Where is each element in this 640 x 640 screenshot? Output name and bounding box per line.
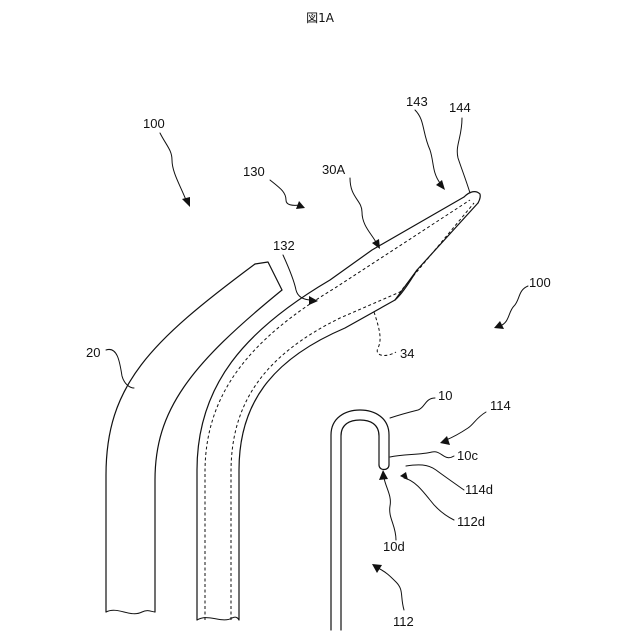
- label-143: 143: [406, 94, 428, 109]
- label-10d: 10d: [383, 539, 405, 554]
- leader-132: [283, 255, 318, 305]
- leader-114: [440, 412, 486, 445]
- tube-20: [106, 262, 282, 614]
- tube-30a: [197, 192, 480, 620]
- label-112d: 112d: [457, 514, 485, 529]
- leader-130: [270, 180, 305, 209]
- leader-112: [372, 564, 404, 610]
- label-130: 130: [243, 164, 265, 179]
- label-114d: 114d: [465, 482, 493, 497]
- label-132: 132: [273, 238, 295, 253]
- leader-10d: [379, 470, 396, 540]
- leader-34: [374, 312, 396, 355]
- figure-title: 図1A: [306, 11, 335, 25]
- label-30a: 30A: [322, 162, 345, 177]
- leader-10: [390, 398, 435, 418]
- label-144: 144: [449, 100, 471, 115]
- label-114: 114: [490, 398, 511, 413]
- wire-10: [331, 410, 389, 630]
- label-100-right: 100: [529, 275, 551, 290]
- label-10: 10: [438, 388, 452, 403]
- leader-143: [415, 110, 445, 190]
- label-20: 20: [86, 345, 100, 360]
- label-10c: 10c: [457, 448, 478, 463]
- leader-10c: [390, 452, 454, 458]
- leader-100-top: [160, 133, 190, 207]
- leader-144: [457, 118, 470, 193]
- leader-114d: [406, 465, 464, 490]
- leader-112d: [400, 472, 454, 520]
- label-34: 34: [400, 346, 414, 361]
- label-100-top: 100: [143, 116, 165, 131]
- leader-100-right: [494, 286, 528, 329]
- label-112: 112: [393, 614, 414, 629]
- leader-30a: [350, 178, 380, 249]
